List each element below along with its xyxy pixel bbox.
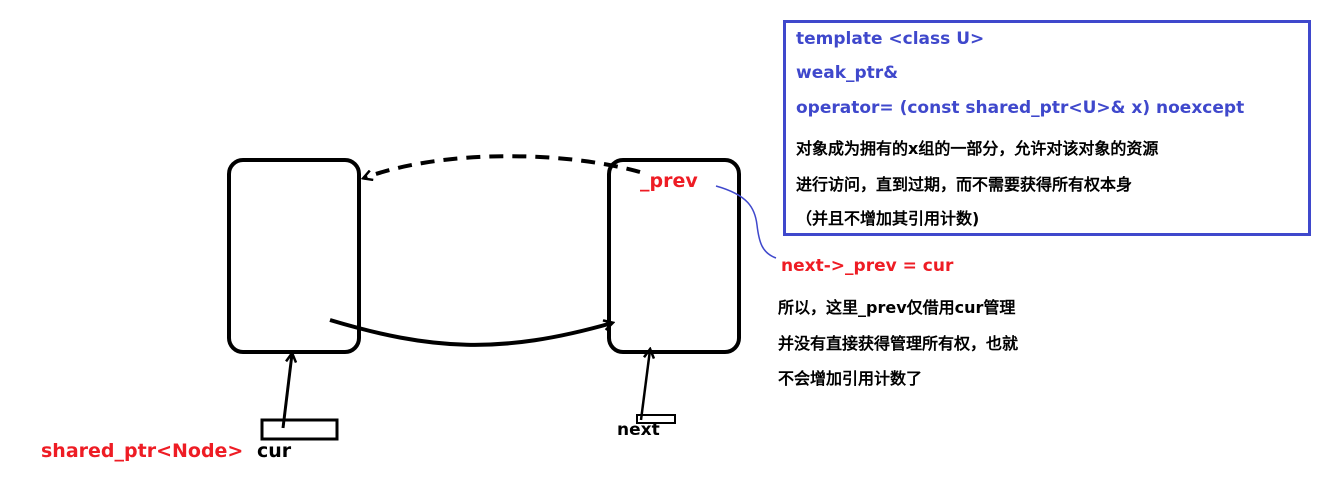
prev-label: _prev bbox=[640, 170, 698, 192]
cur-pointer-arrow bbox=[281, 354, 292, 429]
doc-line-3: operator= (const shared_ptr<U>& x) noexc… bbox=[796, 98, 1245, 118]
next-pointer-box bbox=[636, 414, 676, 424]
explanation-line-2: 并没有直接获得管理所有权，也就 bbox=[778, 334, 1019, 353]
prev-annotation-curve bbox=[715, 185, 777, 259]
explanation-line-3: 不会增加引用计数了 bbox=[778, 369, 923, 388]
doc-line-4: 对象成为拥有的x组的一部分，允许对该对象的资源 bbox=[796, 139, 1159, 158]
next-label: next bbox=[617, 420, 660, 440]
doc-line-5: 进行访问，直到过期，而不需要获得所有权本身 bbox=[796, 175, 1133, 194]
cur-type-label: shared_ptr<Node> bbox=[41, 440, 244, 462]
node-next bbox=[607, 158, 741, 354]
prev-link-arrow bbox=[364, 154, 641, 178]
doc-line-1: template <class U> bbox=[796, 29, 985, 49]
doc-line-6: （并且不增加其引用计数) bbox=[796, 209, 980, 228]
cur-name-label: cur bbox=[257, 440, 292, 462]
explanation-line-1: 所以，这里_prev仅借用cur管理 bbox=[778, 298, 1016, 317]
next-link-arrow bbox=[329, 318, 612, 347]
doc-line-2: weak_ptr& bbox=[796, 63, 899, 83]
doc-box: template <class U> weak_ptr& operator= (… bbox=[783, 20, 1311, 236]
cur-pointer-box bbox=[260, 418, 339, 441]
next-pointer-arrow bbox=[639, 350, 650, 421]
assignment-label: next->_prev = cur bbox=[781, 256, 954, 276]
